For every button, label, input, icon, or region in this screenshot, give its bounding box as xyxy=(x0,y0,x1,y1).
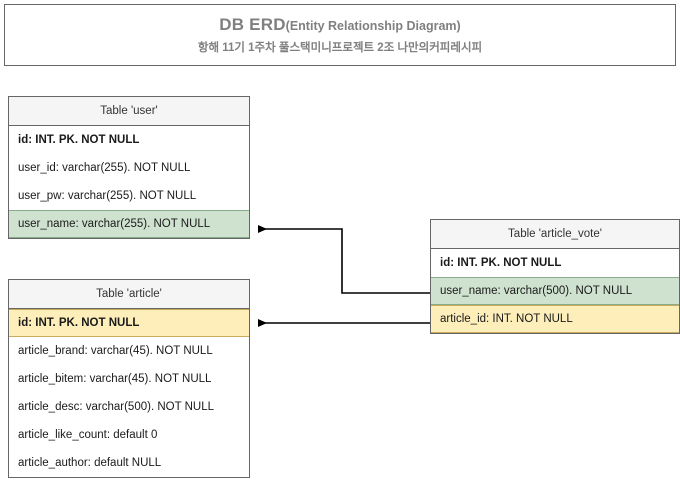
erd-row-article-article_author[interactable]: article_author: default NULL xyxy=(9,449,249,477)
page-title: DB ERD(Entity Relationship Diagram) xyxy=(219,16,460,34)
erd-row-user-user_name[interactable]: user_name: varchar(255). NOT NULL xyxy=(9,210,249,238)
erd-row-article-id[interactable]: id: INT. PK. NOT NULL xyxy=(9,309,249,337)
erd-row-article-article_brand[interactable]: article_brand: varchar(45). NOT NULL xyxy=(9,337,249,365)
erd-table-article-vote-header: Table 'article_vote' xyxy=(431,220,679,249)
erd-table-user[interactable]: Table 'user' id: INT. PK. NOT NULL user_… xyxy=(8,96,250,239)
erd-table-article[interactable]: Table 'article' id: INT. PK. NOT NULL ar… xyxy=(8,279,250,478)
page-title-sub: (Entity Relationship Diagram) xyxy=(285,18,461,33)
header-banner: DB ERD(Entity Relationship Diagram) 항해 1… xyxy=(4,4,676,66)
erd-row-user-id[interactable]: id: INT. PK. NOT NULL xyxy=(9,126,249,154)
erd-table-article-header: Table 'article' xyxy=(9,280,249,309)
erd-table-article-vote[interactable]: Table 'article_vote' id: INT. PK. NOT NU… xyxy=(430,219,680,334)
erd-row-article-vote-article_id[interactable]: article_id: INT. NOT NULL xyxy=(431,305,679,333)
erd-row-article-article_bitem[interactable]: article_bitem: varchar(45). NOT NULL xyxy=(9,365,249,393)
connector-article-vote-user-name-to-user-user-name xyxy=(258,225,430,294)
page-title-main: DB ERD xyxy=(219,14,286,34)
erd-row-article-article_desc[interactable]: article_desc: varchar(500). NOT NULL xyxy=(9,393,249,421)
erd-row-article-vote-user_name[interactable]: user_name: varchar(500). NOT NULL xyxy=(431,277,679,305)
erd-row-user-user_pw[interactable]: user_pw: varchar(255). NOT NULL xyxy=(9,182,249,210)
erd-table-user-header: Table 'user' xyxy=(9,97,249,126)
page-subtitle: 항해 11기 1주차 풀스택미니프로젝트 2조 나만의커피레시피 xyxy=(197,41,483,54)
erd-row-user-user_id[interactable]: user_id: varchar(255). NOT NULL xyxy=(9,154,249,182)
erd-row-article-article_like_count[interactable]: article_like_count: default 0 xyxy=(9,421,249,449)
erd-row-article-vote-id[interactable]: id: INT. PK. NOT NULL xyxy=(431,249,679,277)
